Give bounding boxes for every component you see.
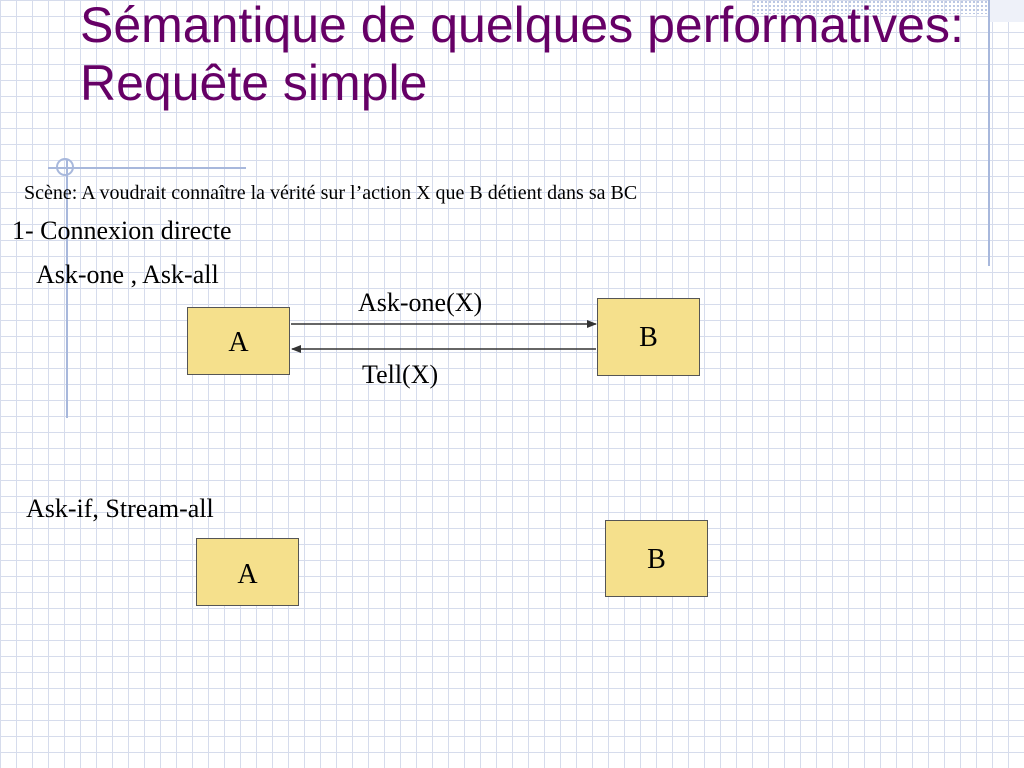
section-heading-direct-connection: 1- Connexion directe [12, 216, 232, 245]
corner-shade [990, 0, 1024, 22]
group-label-ask-one-ask-all: Ask-one , Ask-all [36, 260, 219, 289]
crosshair-circle-ornament [56, 158, 74, 176]
slide-title: Sémantique de quelques performatives: Re… [80, 0, 964, 111]
scene-description: Scène: A voudrait connaître la vérité su… [24, 182, 638, 204]
top-dotted-bar [752, 0, 988, 14]
agent-b-box: B [597, 298, 700, 376]
tell-message-label: Tell(X) [362, 360, 439, 389]
right-vertical-rule [988, 0, 990, 266]
ask-one-message-label: Ask-one(X) [358, 288, 483, 317]
group-label-ask-if-stream-all: Ask-if, Stream-all [26, 494, 214, 523]
agent-b-box-2: B [605, 520, 708, 597]
agent-a-box: A [187, 307, 290, 375]
title-underline-rule [48, 167, 246, 169]
agent-a-box-2: A [196, 538, 299, 606]
left-vertical-rule [66, 160, 68, 418]
